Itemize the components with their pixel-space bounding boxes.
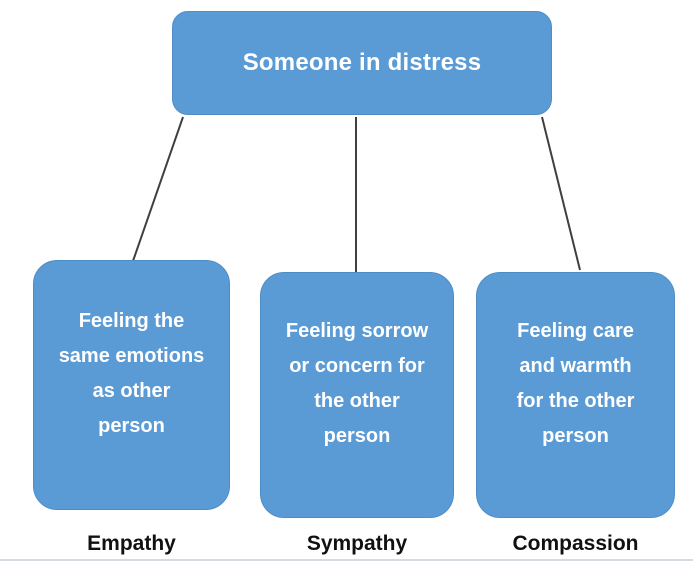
node-sympathy-line: Feeling sorrow — [285, 320, 429, 342]
label-empathy: Empathy — [87, 532, 176, 555]
connector-empathy — [132, 116, 184, 262]
node-empathy-line: person — [98, 415, 165, 437]
node-empathy: Feeling the same emotions as other perso… — [33, 260, 230, 510]
node-compassion: Feeling care and warmth for the other pe… — [476, 272, 675, 518]
node-empathy-line: same emotions — [58, 345, 205, 367]
node-empathy-line: as other — [92, 380, 171, 402]
label-sympathy: Sympathy — [306, 532, 408, 555]
node-sympathy-line: or concern for — [289, 355, 425, 377]
node-sympathy: Feeling sorrow or concern for the other … — [260, 272, 454, 518]
node-compassion-line: for the other — [516, 390, 635, 412]
root-node-label: Someone in distress — [242, 49, 482, 76]
node-empathy-line: Feeling the — [78, 310, 185, 332]
bottom-divider-line — [0, 559, 693, 561]
node-sympathy-line: person — [323, 425, 391, 447]
node-sympathy-line: the other — [314, 390, 400, 412]
connector-compassion — [541, 116, 581, 271]
node-compassion-line: and warmth — [519, 355, 632, 377]
label-compassion: Compassion — [512, 532, 639, 555]
node-compassion-line: person — [542, 425, 609, 447]
root-node-someone-in-distress: Someone in distress — [172, 11, 552, 115]
node-compassion-line: Feeling care — [517, 320, 634, 342]
